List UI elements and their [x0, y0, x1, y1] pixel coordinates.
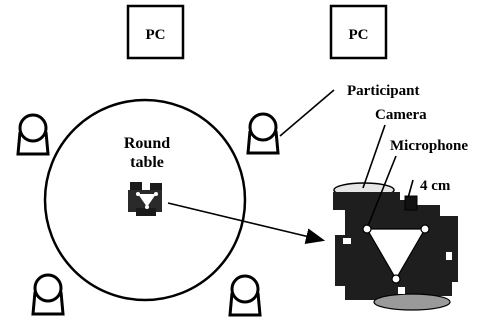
pc-left-label: PC [146, 27, 166, 43]
participant-icon-top-left [16, 113, 50, 156]
camera-label: Camera [375, 107, 427, 123]
round-table [43, 98, 247, 302]
microphone-module [404, 195, 418, 211]
mic-point-3 [391, 274, 401, 284]
mic-triangle [365, 228, 427, 281]
device-base [373, 293, 451, 311]
participant-icon-bottom-left [31, 273, 65, 316]
pc-left: PC [126, 4, 185, 60]
mic-point-1 [362, 224, 372, 234]
participant-leader-line [279, 89, 335, 137]
microphone-label: Microphone [390, 138, 468, 154]
participant-icon-bottom-right [228, 274, 262, 317]
table-label-line1: Round [124, 135, 170, 152]
distance-leader-line [407, 179, 414, 199]
microphone-leader-line [367, 155, 397, 227]
table-label-line2: table [130, 154, 164, 171]
pc-right-label: PC [349, 27, 369, 43]
distance-label: 4 cm [420, 178, 451, 194]
camera-leader-line [362, 124, 386, 189]
pc-right-box [329, 4, 388, 60]
pc-right: PC [329, 4, 388, 60]
participant-label: Participant [347, 83, 420, 99]
camera-microphone-device-enlarged [333, 182, 458, 311]
participant-icon-top-right [246, 112, 280, 155]
zoom-arrow [167, 202, 326, 245]
small-device-icon [128, 182, 162, 216]
mic-point-2 [420, 224, 430, 234]
pc-left-box [126, 4, 185, 60]
